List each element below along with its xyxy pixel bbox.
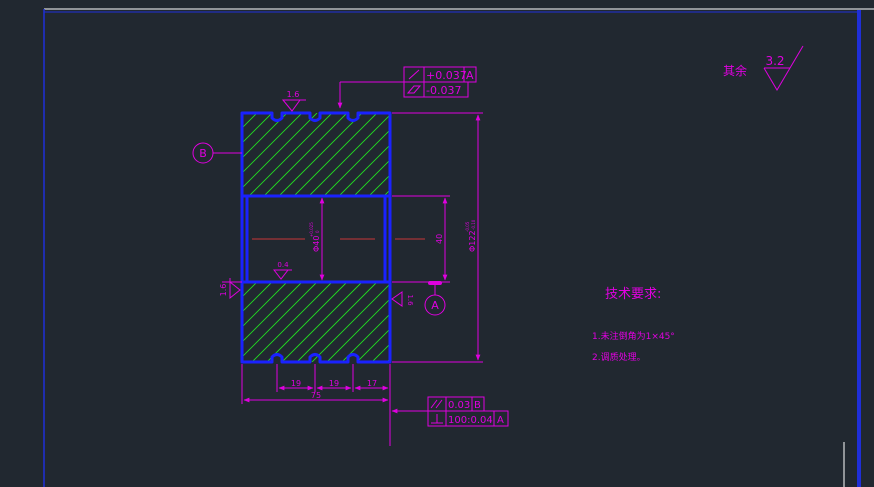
hatch-line	[251, 282, 333, 362]
hatch-line	[293, 113, 378, 196]
roughness-other-value: 3.2	[765, 54, 784, 68]
hatch-bottom	[242, 282, 390, 362]
hatch-line	[341, 313, 390, 362]
hatch-line	[399, 113, 482, 196]
cylindricity-icon	[406, 85, 422, 94]
roughness-right-symbol: 1.6	[391, 291, 414, 307]
hatch-line	[371, 343, 390, 362]
hatch-line	[242, 282, 288, 328]
hatch-line	[242, 113, 318, 189]
bore-tol-upper: +0.025	[309, 222, 314, 237]
part-outline	[240, 111, 392, 364]
overall-length-text: 75	[311, 391, 321, 400]
bore-length-text: 40	[435, 234, 444, 244]
hatch-line	[242, 282, 303, 343]
roughness-other-label: 其余	[723, 63, 747, 78]
roughness-other-symbol: 3.2	[763, 45, 804, 91]
tolerance-bottom-row1-value: 0.03	[448, 400, 470, 411]
datum-b-label: B	[199, 147, 207, 160]
dimension-lines	[213, 81, 483, 446]
roughness-left-value: 1.6	[219, 284, 228, 297]
hatch-line	[311, 283, 390, 362]
hatch-line	[338, 144, 390, 196]
outer-tol-upper: -0.05	[465, 221, 470, 232]
datum-a-base	[428, 281, 442, 285]
outer-tol-lower: -0.10	[471, 219, 476, 230]
hatch-line	[248, 113, 333, 196]
hatch-line	[308, 114, 390, 196]
hatch-line	[242, 113, 258, 129]
parallelism-icon	[430, 399, 443, 409]
roughness-top-symbol: 1.6	[281, 90, 306, 112]
outer-diameter-text: Φ122	[468, 230, 477, 252]
pitch-1-text: 19	[291, 379, 301, 388]
hatch-line	[356, 328, 390, 362]
runout-icon	[408, 69, 420, 80]
hatch-line	[326, 298, 390, 362]
tolerance-bottom-row1-datum: B	[474, 400, 481, 411]
tolerance-bottom-row2-value: 100:0.04	[448, 415, 493, 426]
tolerance-top-row1-datum: A	[466, 69, 474, 82]
tech-requirements-title: 技术要求:	[605, 287, 661, 302]
hatch-line	[242, 113, 273, 144]
roughness-left-symbol: 1.6	[219, 278, 241, 300]
tech-requirement-2: 2.调质处理。	[592, 351, 646, 363]
hatch-line	[323, 129, 390, 196]
bore-diameter-text: Φ40	[312, 236, 321, 252]
hatch-line	[266, 282, 348, 362]
tolerance-top-row1-value: +0.037	[426, 69, 467, 82]
bore-tol-lower: 0	[315, 230, 320, 233]
roughness-right-value: 1.6	[406, 294, 414, 306]
hatch-line	[281, 282, 363, 362]
pitch-3-text: 17	[367, 379, 377, 388]
dimension-texts: Φ40 +0.025 0 40 Φ122 -0.05 -0.10 19 19 1…	[291, 219, 477, 400]
tolerance-bottom-row2-datum: A	[497, 415, 504, 426]
roughness-bore-value: 0.4	[277, 261, 289, 269]
tolerance-top-row2-value: -0.037	[426, 84, 461, 97]
pitch-2-text: 19	[329, 379, 339, 388]
tolerance-frame-bottom[interactable]: 0.03 B 100:0.04 A	[427, 396, 509, 427]
datum-a-symbol[interactable]: A	[424, 294, 446, 316]
roughness-top-value: 1.6	[287, 90, 300, 99]
hatch-line	[263, 113, 348, 196]
datum-b-symbol[interactable]: B	[192, 142, 214, 164]
hatch-line	[353, 159, 390, 196]
hatch-line	[242, 282, 273, 313]
hatch-line	[242, 113, 303, 174]
hatch-line	[242, 282, 318, 358]
hatch-line	[296, 282, 378, 362]
perpendicularity-icon	[431, 414, 443, 424]
hatch-line	[278, 113, 363, 196]
hatch-line	[383, 189, 390, 196]
tech-requirement-1: 1.未注倒角为1×45°	[592, 330, 675, 342]
hatch-line	[242, 282, 258, 298]
datum-a-label: A	[431, 299, 439, 312]
roughness-bore-symbol: 0.4	[272, 261, 292, 280]
hatch-line	[242, 113, 288, 159]
tolerance-frame-top[interactable]: +0.037 A -0.037	[403, 66, 477, 98]
hatch-line	[368, 174, 390, 196]
hatch-top	[242, 113, 482, 196]
